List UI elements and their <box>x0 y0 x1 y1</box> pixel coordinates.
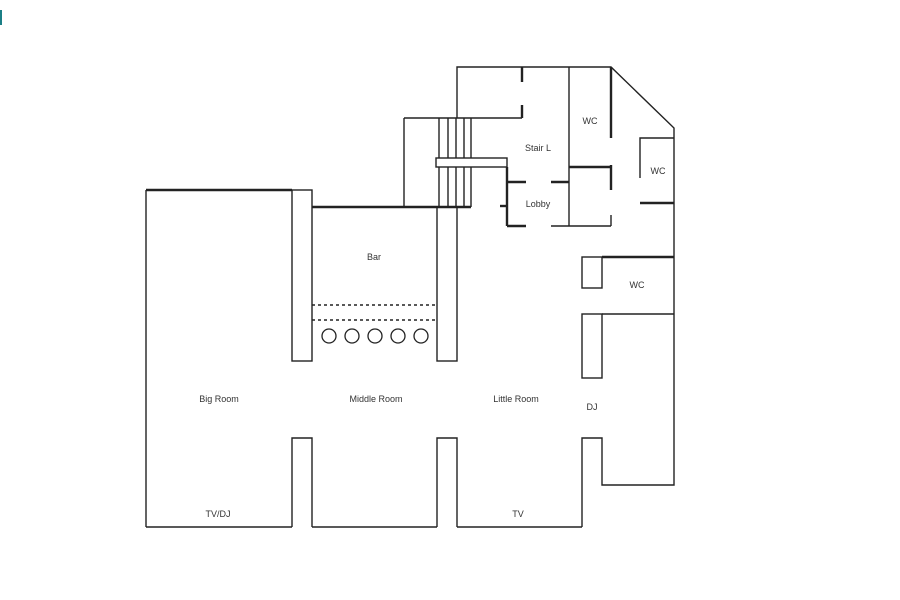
stool <box>367 328 383 344</box>
room-label-bar: Bar <box>367 252 381 262</box>
room-labels: Bar Big Room Middle Room Little Room DJ … <box>199 116 666 519</box>
room-label-tv-dj: TV/DJ <box>205 509 230 519</box>
room-label-big-room: Big Room <box>199 394 239 404</box>
stool <box>321 328 337 344</box>
room-label-dj: DJ <box>587 402 598 412</box>
stool <box>413 328 429 344</box>
pillar <box>436 206 458 362</box>
stool <box>344 328 360 344</box>
room-label-little-room: Little Room <box>493 394 539 404</box>
room-label-tv: TV <box>512 509 524 519</box>
pillar <box>291 189 313 362</box>
room-label-lobby: Lobby <box>526 199 551 209</box>
side-tab-indicator <box>0 10 2 25</box>
room-label-wc: WC <box>630 280 645 290</box>
stool <box>390 328 406 344</box>
bar-stools <box>321 328 429 344</box>
room-label-middle-room: Middle Room <box>349 394 402 404</box>
room-label-wc: WC <box>651 166 666 176</box>
walls <box>145 66 675 528</box>
room-label-wc: WC <box>583 116 598 126</box>
room-label-stair: Stair L <box>525 143 551 153</box>
